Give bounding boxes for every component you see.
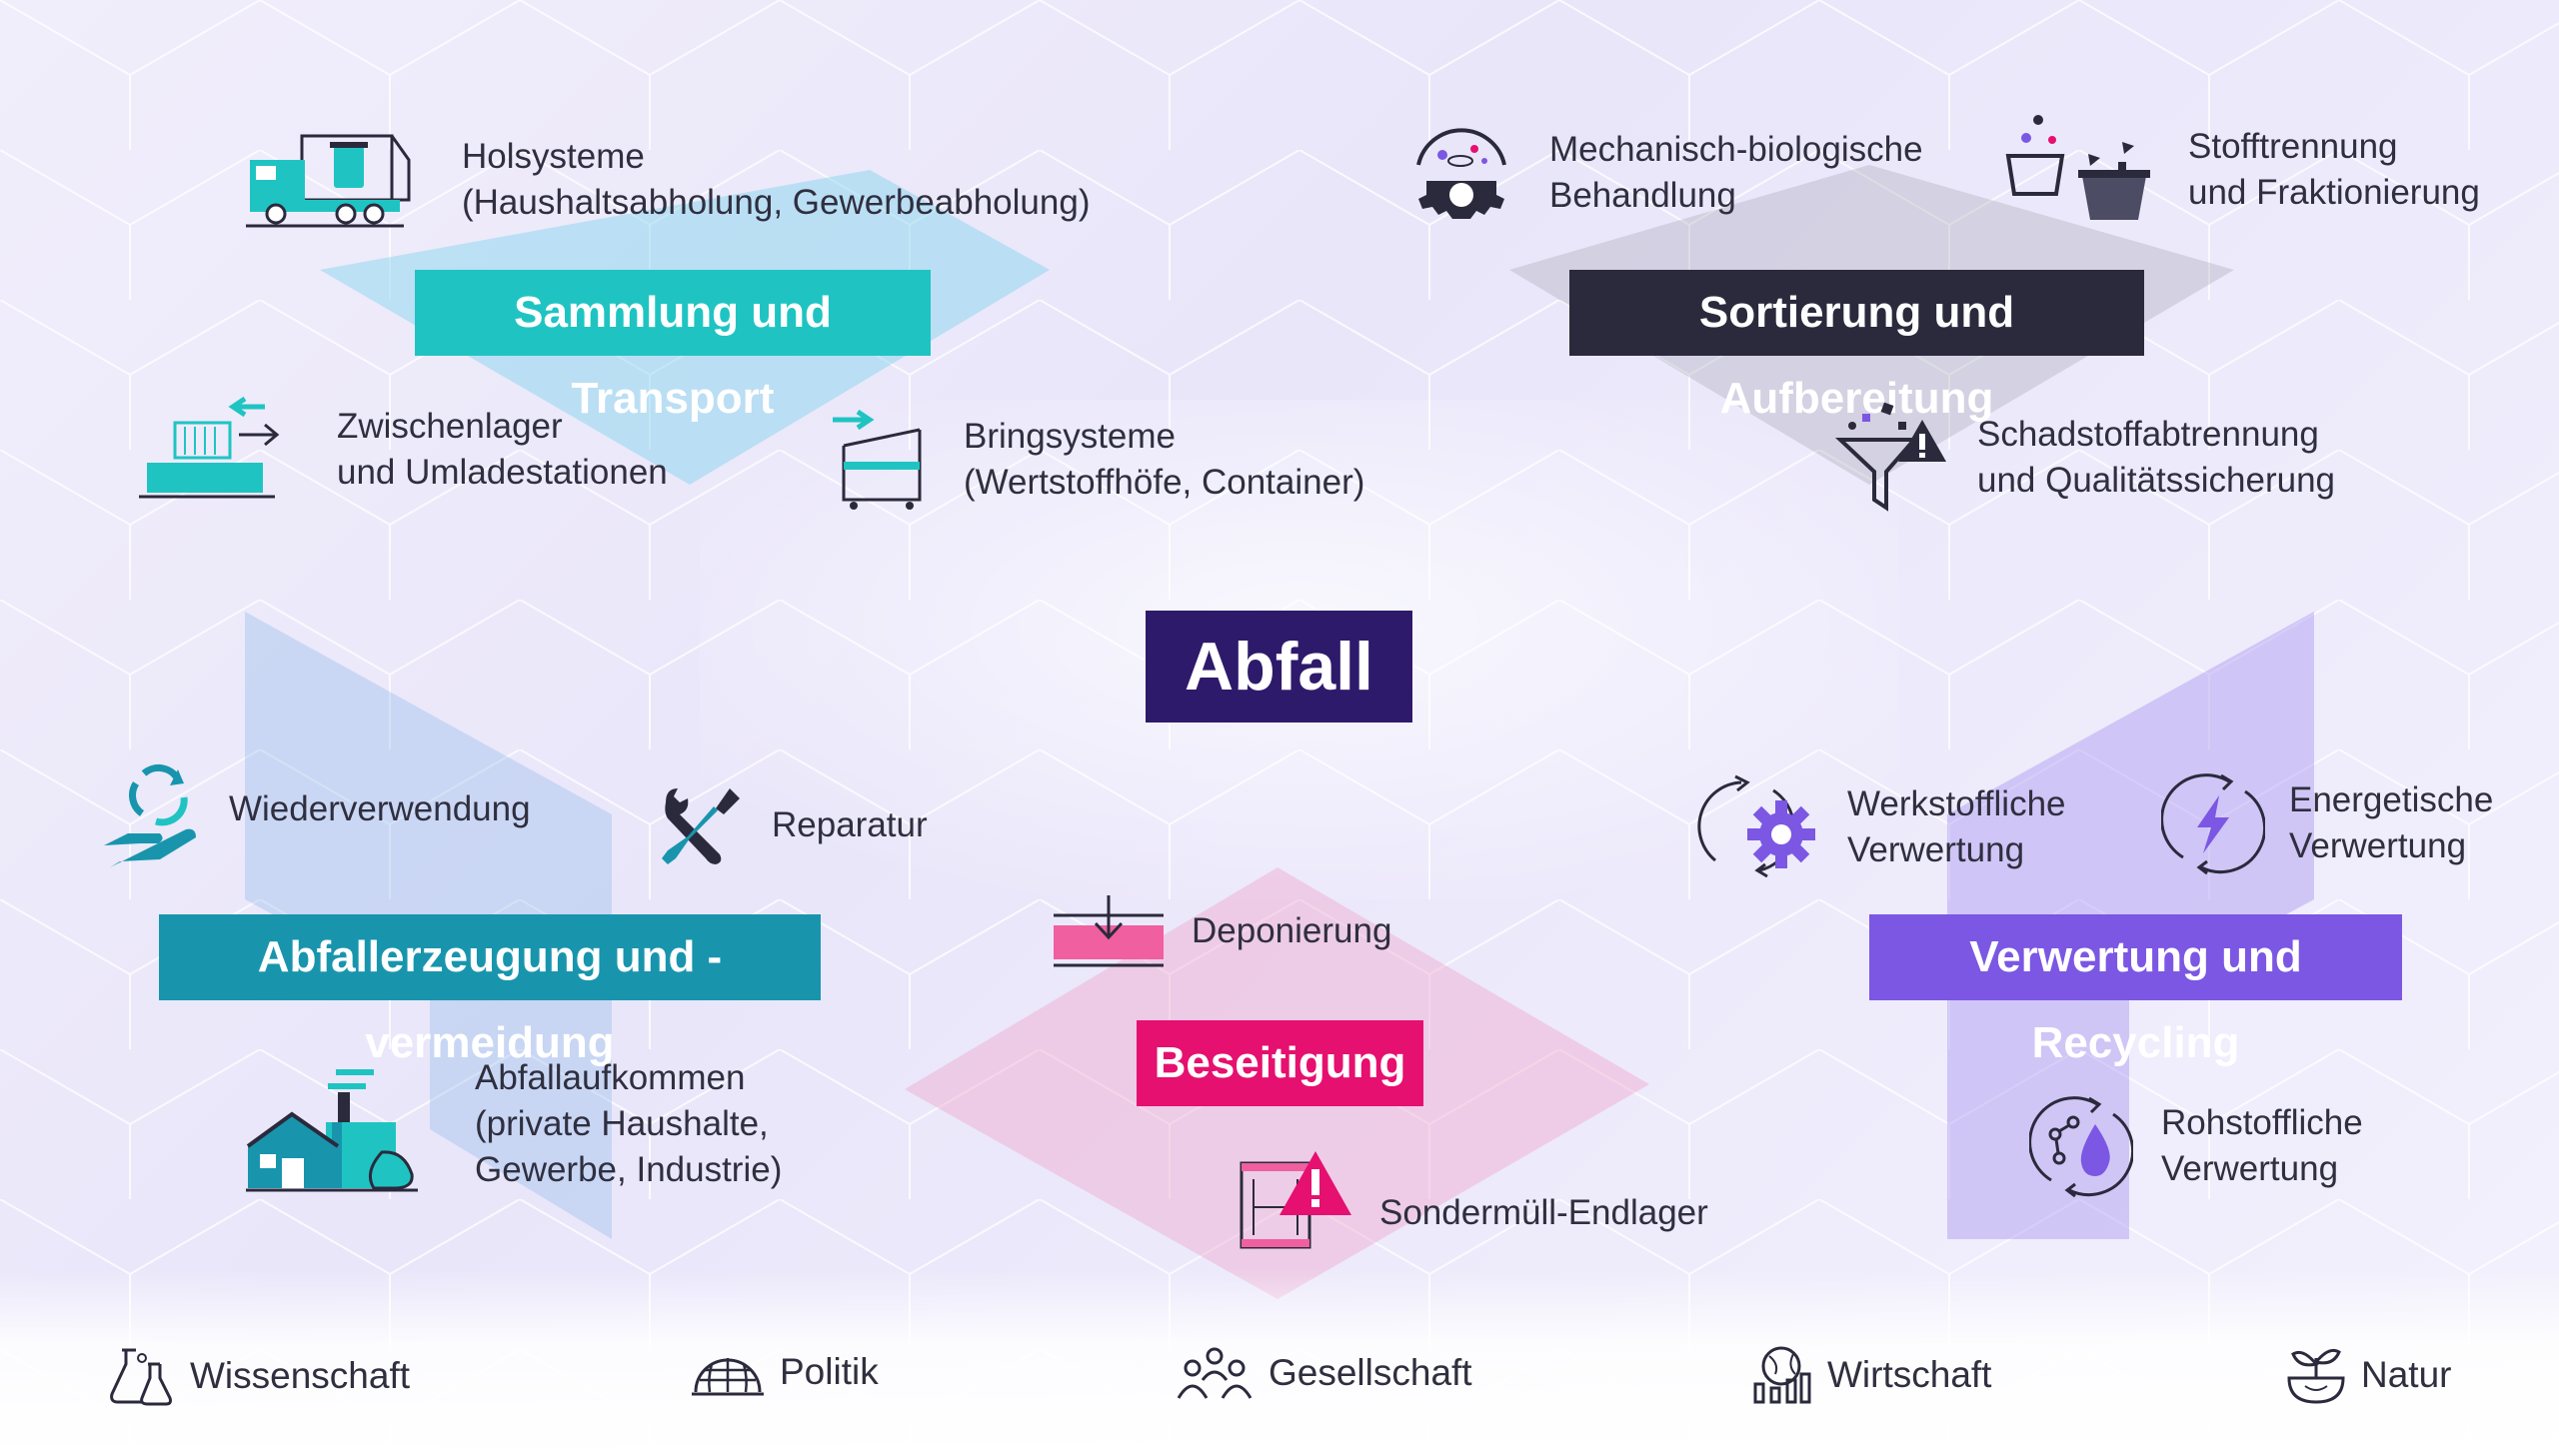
footer-gesellschaft: Gesellschaft — [1175, 1344, 1472, 1402]
schadstoff-line-1: Schadstoffabtrennung — [1977, 414, 2319, 454]
item-reparatur: Reparatur — [660, 784, 928, 866]
landfill-icon — [1054, 895, 1164, 967]
globe-grid-icon — [692, 1358, 764, 1396]
rohstoffliche-line-1: Rohstoffliche — [2161, 1103, 2363, 1142]
bio-gear-icon — [1416, 128, 1506, 219]
funnel-warning-icon — [1834, 402, 1946, 512]
holsysteme-line-2: (Haushaltsabholung, Gewerbeabholung) — [462, 183, 1091, 222]
category-sammlung: Sammlung und Transport — [415, 270, 931, 423]
abfallaufkommen-line-2: (private Haushalte, — [475, 1104, 769, 1143]
item-energetische: Energetische Verwertung — [2161, 771, 2493, 875]
deponierung-line-1: Deponierung — [1192, 911, 1392, 950]
wrench-screwdriver-icon — [662, 788, 740, 864]
hazard-storage-icon — [1240, 1151, 1351, 1249]
stofftrennung-line-2: und Fraktionierung — [2188, 172, 2480, 212]
category-vermeidung: Abfallerzeugung und -vermeidung — [159, 914, 821, 1067]
molecule-drop-icon — [2029, 1096, 2133, 1198]
category-verwertung: Verwertung und Recycling — [1869, 914, 2402, 1067]
energy-cycle-icon — [2161, 773, 2265, 875]
plant-sprout-icon — [2287, 1348, 2345, 1404]
category-beseitigung: Beseitigung — [1137, 1020, 1423, 1106]
item-abfallaufkommen: Abfallaufkommen (private Haushalte, Gewe… — [246, 1058, 783, 1193]
economy-chart-icon — [1753, 1346, 1811, 1404]
container-transfer-icon — [139, 396, 280, 499]
separation-bins-icon — [2005, 115, 2150, 220]
footer-politik: Politik — [690, 1344, 879, 1400]
footer-label-wirtschaft: Wirtschaft — [1827, 1354, 1992, 1395]
waste-container-icon — [833, 410, 922, 510]
footer-label-natur: Natur — [2361, 1354, 2452, 1395]
item-schadstoff: Schadstoffabtrennung und Qualitätssicher… — [1832, 400, 2335, 515]
recycle-gear-icon — [1697, 774, 1815, 878]
house-factory-icon — [246, 1069, 418, 1192]
energetische-line-2: Verwertung — [2289, 826, 2467, 865]
sondermuell-line-1: Sondermüll-Endlager — [1379, 1193, 1708, 1232]
people-group-icon — [1177, 1347, 1253, 1399]
bringsysteme-line-2: (Wertstoffhöfe, Container) — [964, 463, 1365, 502]
footer-wissenschaft: Wissenschaft — [108, 1344, 410, 1408]
stofftrennung-line-1: Stofftrennung — [2188, 126, 2398, 166]
footer-label-wissenschaft: Wissenschaft — [190, 1355, 411, 1396]
category-sortierung: Sortierung und Aufbereitung — [1569, 270, 2144, 423]
item-mechanisch: Mechanisch-biologische Behandlung — [1404, 115, 1923, 230]
footer-label-politik: Politik — [780, 1351, 879, 1392]
footer-label-gesellschaft: Gesellschaft — [1269, 1352, 1472, 1393]
science-flask-icon — [110, 1348, 172, 1406]
item-stofftrennung: Stofftrennung und Fraktionierung — [2002, 112, 2480, 227]
footer-wirtschaft: Wirtschaft — [1749, 1344, 1991, 1406]
footer-band — [0, 1269, 2559, 1456]
item-wiederverwendung: Wiederverwendung — [100, 749, 531, 869]
mechanisch-line-1: Mechanisch-biologische — [1549, 129, 1923, 169]
rohstoffliche-line-2: Verwertung — [2161, 1149, 2339, 1188]
energetische-line-1: Energetische — [2289, 780, 2494, 819]
garbage-truck-icon — [246, 134, 411, 228]
bringsysteme-line-1: Bringsysteme — [964, 417, 1177, 456]
holsysteme-line-1: Holsysteme — [462, 137, 645, 176]
zwischenlager-line-1: Zwischenlager — [337, 407, 563, 446]
item-bringsysteme: Bringsysteme (Wertstoffhöfe, Container) — [828, 410, 1364, 510]
item-sondermuell: Sondermüll-Endlager — [1238, 1149, 1708, 1249]
schadstoff-line-2: und Qualitätssicherung — [1977, 460, 2335, 500]
footer-natur: Natur — [2285, 1344, 2451, 1406]
werkstoffliche-line-2: Verwertung — [1847, 829, 2025, 869]
item-zwischenlager: Zwischenlager und Umladestationen — [135, 395, 668, 505]
abfallaufkommen-line-3: Gewerbe, Industrie) — [475, 1150, 783, 1189]
item-holsysteme: Holsysteme (Haushaltsabholung, Gewerbeab… — [244, 130, 1090, 230]
zwischenlager-line-2: und Umladestationen — [337, 453, 668, 492]
item-deponierung: Deponierung — [1050, 891, 1391, 971]
mechanisch-line-2: Behandlung — [1549, 175, 1736, 215]
hand-recycle-icon — [104, 763, 196, 867]
abfallaufkommen-line-1: Abfallaufkommen — [475, 1058, 746, 1097]
center-label: Abfall — [1146, 611, 1412, 723]
werkstoffliche-line-1: Werkstoffliche — [1847, 783, 2066, 823]
item-rohstoffliche: Rohstoffliche Verwertung — [2029, 1094, 2363, 1198]
reparatur-line-1: Reparatur — [772, 805, 928, 844]
wiederverwendung-line-1: Wiederverwendung — [229, 789, 531, 828]
item-werkstoffliche: Werkstoffliche Verwertung — [1685, 774, 2066, 879]
